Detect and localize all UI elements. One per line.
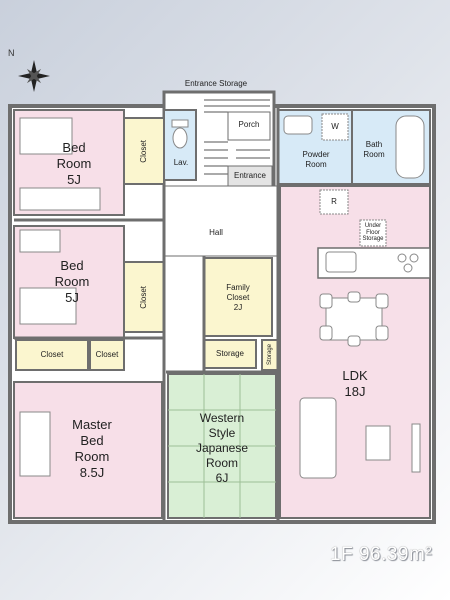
closet-master-a-label: Closet <box>40 350 64 359</box>
master-bedroom-label: Master Bed Room 8.5J <box>72 416 112 481</box>
bath-room-label: Bath Room <box>363 140 385 159</box>
compass-icon <box>18 60 50 92</box>
bedroom1-label: Bed Room 5J <box>56 139 92 188</box>
floor-area-label: 1F 96.39m² <box>330 544 433 565</box>
family-closet-label: Family Closet 2J <box>226 283 250 312</box>
underfloor-storage-label: Under Floor Storage <box>362 223 384 243</box>
tatami-lines <box>168 374 276 518</box>
coffee-table <box>365 425 391 461</box>
closet-master-b-floor <box>89 339 125 371</box>
fridge-label: R <box>331 197 337 206</box>
ldk-label: LDK 18J <box>342 367 368 399</box>
porch-floor <box>227 111 271 141</box>
closet1-text: Closet <box>139 139 148 163</box>
dining-set <box>319 291 389 347</box>
fridge-box <box>319 189 349 215</box>
powder-room-label: Powder Room <box>302 150 330 169</box>
lav-label: Lav. <box>173 158 189 167</box>
sofa <box>299 397 337 479</box>
storage-floor <box>203 339 257 369</box>
closet2-label: Closet <box>124 262 164 332</box>
kitchen-sink <box>325 251 357 273</box>
toilet-tank <box>171 119 189 128</box>
closet2-text: Closet <box>139 285 148 309</box>
desks <box>19 187 101 253</box>
storage-label: Storage <box>215 349 245 358</box>
bedroom2-label: Bed Room 5J <box>54 257 90 306</box>
entrance-label: Entrance <box>233 171 267 180</box>
kitchen-counter <box>317 247 431 279</box>
closet-master-b-label: Closet <box>95 350 119 359</box>
washer-label: W <box>331 122 339 131</box>
underfloor-box <box>359 219 387 247</box>
hall-label: Hall <box>209 228 223 237</box>
sink-fixture <box>283 115 313 135</box>
closet2-floor <box>123 261 165 333</box>
compass-north-label: N <box>8 48 15 58</box>
tv-stand <box>411 423 421 473</box>
bathtub-fixture <box>395 115 425 179</box>
entrance-storage-label: Entrance Storage <box>184 79 248 88</box>
partitions <box>14 108 280 520</box>
hall-floor <box>163 185 279 257</box>
stove-burners <box>397 253 419 273</box>
storage-small-text: Storage <box>266 344 273 366</box>
closet1-label: Closet <box>124 118 164 184</box>
closet-master-a-floor <box>15 339 89 371</box>
beds <box>19 117 77 477</box>
storage-small-label: Storage <box>262 340 278 370</box>
western-room-label: Western Style Japanese Room 6J <box>195 410 249 485</box>
washer-box <box>321 113 349 141</box>
porch-label: Porch <box>238 120 260 129</box>
toilet-fixture <box>172 127 188 149</box>
